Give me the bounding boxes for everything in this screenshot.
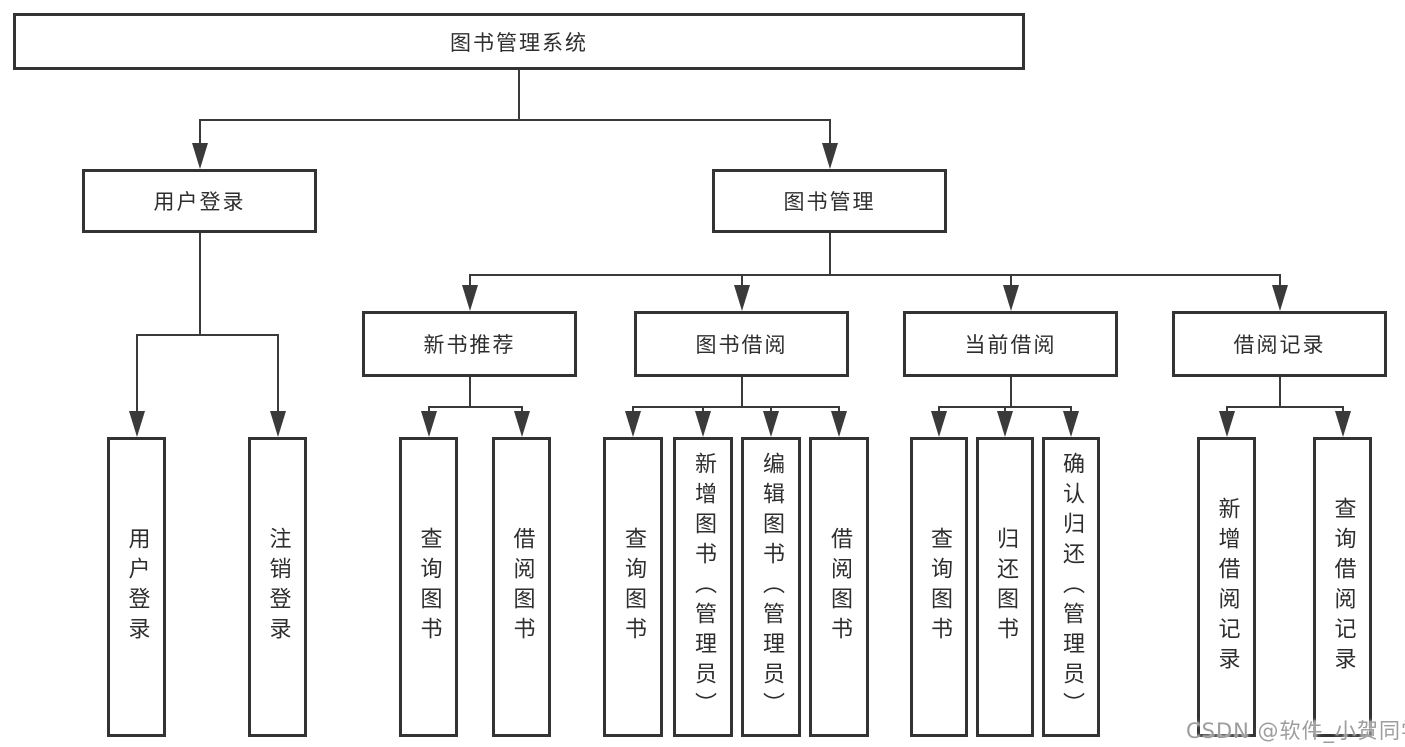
node-user-login: 用户登录: [82, 169, 317, 233]
connector-line: [427, 406, 523, 408]
node-leaf-nbr-query: 查询图书: [399, 437, 458, 737]
node-label: 用户登录: [124, 527, 150, 647]
node-book-borrow: 图书借阅: [634, 311, 849, 377]
arrow-down-icon: [821, 143, 838, 169]
node-leaf-nbr-borrow: 借阅图书: [492, 437, 551, 737]
node-leaf-logout: 注销登录: [248, 437, 307, 737]
node-label: 查询图书: [416, 527, 442, 647]
arrow-down-icon: [128, 411, 145, 437]
arrow-down-icon: [1271, 285, 1288, 311]
arrow-down-icon: [763, 411, 779, 437]
node-leaf-user-login: 用户登录: [107, 437, 166, 737]
node-label: 新增图书（管理员）: [691, 452, 716, 722]
connector-line: [1009, 377, 1012, 407]
node-new-book-rec: 新书推荐: [362, 311, 577, 377]
connector-line: [518, 70, 520, 120]
connector-line: [740, 275, 743, 291]
node-label: 注销登录: [265, 527, 291, 647]
node-leaf-br-add: 新增借阅记录: [1197, 437, 1256, 737]
node-label: 查询图书: [927, 527, 952, 647]
arrow-down-icon: [1334, 411, 1351, 437]
connector-line: [1278, 275, 1281, 291]
node-leaf-bb-edit: 编辑图书（管理员）: [741, 437, 801, 737]
arrow-down-icon: [1218, 411, 1235, 437]
node-current-borrow: 当前借阅: [903, 311, 1118, 377]
node-book-mgmt: 图书管理: [712, 169, 947, 233]
arrow-down-icon: [695, 411, 711, 437]
node-label: 图书借阅: [695, 333, 788, 357]
node-leaf-bb-query: 查询图书: [603, 437, 663, 737]
arrow-down-icon: [1002, 285, 1019, 311]
connector-line: [1278, 377, 1281, 407]
arrow-down-icon: [1063, 411, 1079, 437]
node-root: 图书管理系统: [13, 13, 1025, 70]
node-leaf-bb-borrow: 借阅图书: [809, 437, 869, 737]
node-borrow-records: 借阅记录: [1172, 311, 1387, 377]
csdn-watermark: CSDN @软件_小贺同学: [1186, 719, 1405, 743]
connector-line: [468, 274, 1281, 276]
node-label: 新增借阅记录: [1214, 497, 1240, 677]
node-label: 当前借阅: [964, 333, 1057, 357]
node-leaf-cb-return: 归还图书: [976, 437, 1034, 737]
arrow-down-icon: [831, 411, 847, 437]
connector-line: [828, 120, 831, 149]
node-label: 图书管理: [783, 190, 876, 214]
connector-line: [740, 377, 743, 407]
node-label: 借阅记录: [1233, 333, 1326, 357]
node-label: 图书管理系统: [450, 30, 588, 55]
connector-line: [468, 275, 471, 291]
arrow-down-icon: [269, 411, 286, 437]
arrow-down-icon: [513, 411, 530, 437]
arrow-down-icon: [191, 143, 208, 169]
arrow-down-icon: [733, 285, 750, 311]
node-leaf-cb-query: 查询图书: [910, 437, 968, 737]
connector-line: [468, 377, 471, 407]
connector-line: [135, 335, 138, 417]
node-label: 借阅图书: [827, 527, 852, 647]
connector-line: [198, 233, 201, 335]
arrow-down-icon: [625, 411, 641, 437]
connector-line: [198, 120, 201, 149]
connector-line: [198, 119, 831, 121]
node-leaf-br-query: 查询借阅记录: [1313, 437, 1372, 737]
arrow-down-icon: [997, 411, 1013, 437]
connector-line: [1225, 406, 1344, 408]
node-label: 编辑图书（管理员）: [759, 452, 784, 722]
node-label: 确认归还（管理员）: [1059, 452, 1084, 722]
node-label: 查询借阅记录: [1330, 497, 1356, 677]
connector-line: [828, 233, 831, 275]
connector-line: [276, 335, 279, 417]
node-leaf-bb-add: 新增图书（管理员）: [673, 437, 733, 737]
connector-line: [632, 406, 840, 408]
node-label: 借阅图书: [509, 527, 535, 647]
node-label: 新书推荐: [423, 333, 516, 357]
arrow-down-icon: [461, 285, 478, 311]
node-label: 用户登录: [153, 190, 246, 214]
connector-line: [135, 334, 279, 336]
connector-line: [1009, 275, 1012, 291]
node-label: 归还图书: [993, 527, 1018, 647]
node-leaf-cb-confirm: 确认归还（管理员）: [1042, 437, 1100, 737]
node-label: 查询图书: [621, 527, 646, 647]
arrow-down-icon: [931, 411, 947, 437]
arrow-down-icon: [420, 411, 437, 437]
